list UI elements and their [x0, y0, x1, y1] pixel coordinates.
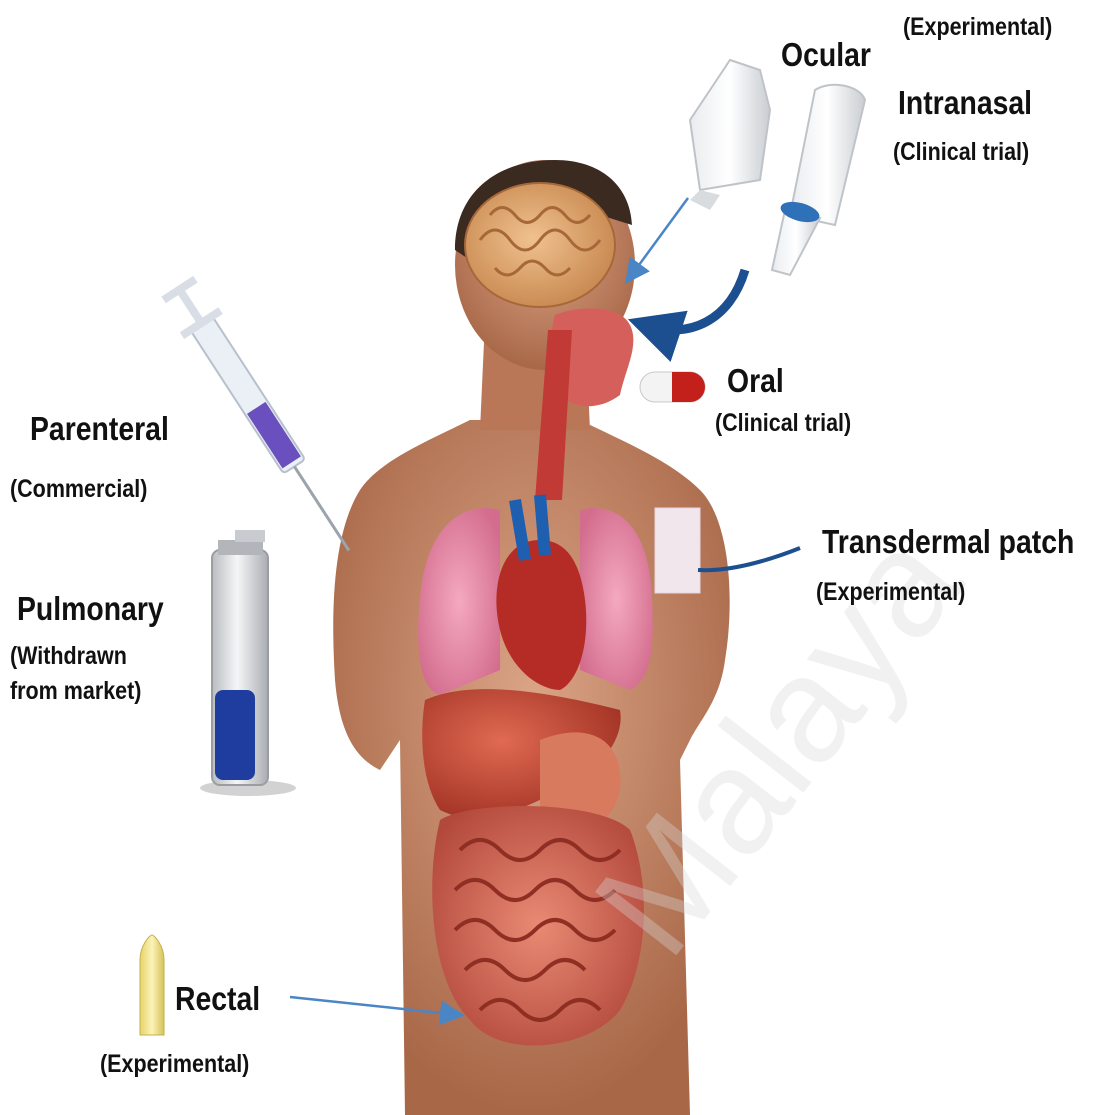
- parenteral-label: Parenteral: [30, 410, 169, 448]
- capsule-pill-icon: [640, 372, 705, 402]
- transdermal-patch-icon: [655, 508, 700, 593]
- eye-drop-bottle-icon: [690, 60, 770, 210]
- inhaler-icon: [200, 530, 296, 796]
- intranasal-label: Intranasal: [898, 84, 1032, 122]
- syringe-icon: [158, 274, 368, 563]
- pulmonary-status-line2: from market): [10, 677, 141, 706]
- ocular-status-label: (Experimental): [903, 13, 1052, 42]
- ocular-label: Ocular: [781, 36, 871, 74]
- oral-label: Oral: [727, 362, 784, 400]
- suppository-icon: [140, 935, 164, 1035]
- pulmonary-label: Pulmonary: [17, 590, 164, 628]
- rectal-label: Rectal: [175, 980, 260, 1018]
- ocular-arrow: [628, 198, 688, 280]
- parenteral-status-label: (Commercial): [10, 475, 147, 504]
- nasal-spray-icon: [772, 85, 865, 275]
- transdermal-status-label: (Experimental): [816, 578, 965, 607]
- intranasal-status-label: (Clinical trial): [893, 138, 1029, 167]
- pulmonary-status-line1: (Withdrawn: [10, 642, 127, 671]
- transdermal-label: Transdermal patch: [822, 523, 1074, 561]
- intranasal-arrow: [645, 270, 745, 330]
- human-body-figure: [333, 160, 729, 1115]
- oral-status-label: (Clinical trial): [715, 409, 851, 438]
- brain: [465, 183, 615, 307]
- rectal-status-label: (Experimental): [100, 1050, 249, 1079]
